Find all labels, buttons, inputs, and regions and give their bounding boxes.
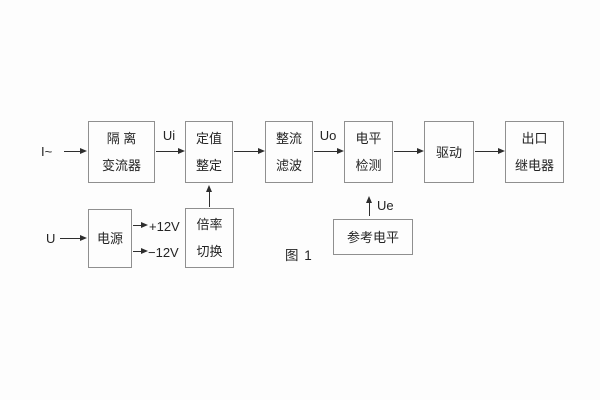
block-isolation-transformer: 隔 离 变流器 [88, 121, 155, 183]
label-minus-12v: −12V [148, 245, 179, 260]
figure-caption: 图 1 [285, 248, 313, 263]
block-setting-line2: 整定 [195, 158, 222, 173]
block-ratio-line1: 倍率 [196, 217, 223, 232]
block-isolation-line2: 变流器 [101, 158, 141, 173]
arrow-input-current-to-isolation [64, 147, 87, 154]
label-uo: Uo [319, 128, 337, 143]
block-reference-line1: 参考电平 [346, 229, 399, 245]
block-setting-adjust: 定值 整定 [185, 121, 233, 183]
block-ratio-switch: 倍率 切换 [185, 208, 234, 268]
arrow-setting-to-rectifier [234, 147, 265, 154]
arrow-input-voltage-to-power [60, 234, 87, 241]
block-output-relay: 出口 继电器 [505, 121, 564, 183]
block-output-relay-line2: 继电器 [514, 158, 554, 173]
block-setting-line1: 定值 [195, 131, 222, 146]
block-isolation-line1: 隔 离 [106, 131, 137, 146]
block-drive: 驱动 [424, 121, 474, 183]
label-input-voltage: U [46, 231, 56, 246]
label-input-current: I~ [41, 144, 53, 159]
block-power-supply: 电源 [88, 209, 132, 268]
arrow-drive-to-output-relay [475, 147, 505, 154]
arrow-power-plus-12v [133, 221, 148, 228]
block-drive-line1: 驱动 [435, 144, 462, 160]
arrow-reference-level-ue [365, 196, 372, 216]
block-rectifier-filter: 整流 滤波 [265, 121, 313, 183]
arrow-ratio-switch-to-setting [205, 185, 212, 207]
block-rectifier-line2: 滤波 [275, 158, 302, 173]
block-power-line1: 电源 [96, 231, 123, 246]
arrow-isolation-to-setting [156, 147, 185, 154]
arrow-rectifier-to-level [314, 147, 344, 154]
label-ue: Ue [377, 198, 394, 213]
block-level-line1: 电平 [355, 131, 382, 146]
label-plus-12v: +12V [149, 219, 180, 234]
block-ratio-line2: 切换 [196, 244, 223, 259]
block-rectifier-line1: 整流 [275, 131, 302, 146]
arrow-power-minus-12v [133, 247, 148, 254]
block-reference-level: 参考电平 [333, 219, 413, 255]
block-level-line2: 检测 [355, 158, 382, 173]
block-output-relay-line1: 出口 [521, 131, 548, 146]
label-ui: Ui [162, 128, 176, 143]
block-level-detect: 电平 检测 [344, 121, 393, 183]
arrow-level-to-drive [394, 147, 424, 154]
